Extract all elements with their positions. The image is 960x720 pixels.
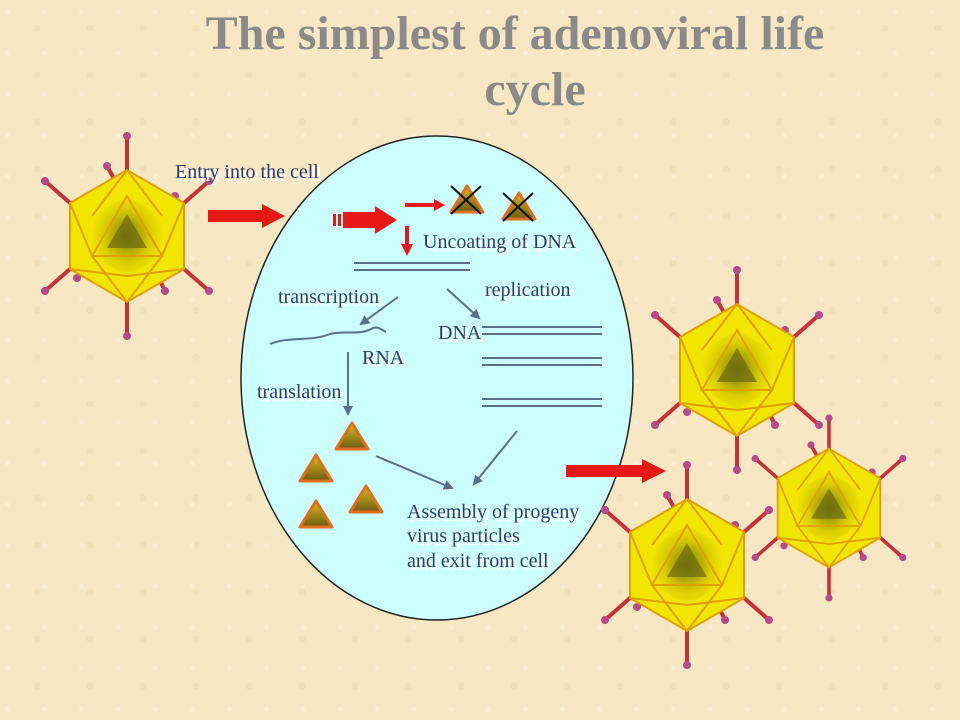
crossed-capsid-1 [449,184,485,215]
translation-label: translation [260,384,344,406]
transcription-arrow [359,296,399,326]
transcription-label: transcription [281,289,382,311]
svg-text:and exit from cell: and exit from cell [407,550,549,572]
slide-title: The simplest of adenoviral life cycle [0,6,960,118]
svg-text:and exit from cell: and exit from cell [410,553,552,575]
dna-label: DNA [441,325,485,347]
replication-label: replication [485,279,571,301]
replication-arrow [446,288,481,320]
replicated-dna-strands [482,326,602,407]
svg-text:Assembly of progeny: Assembly of progeny [410,504,582,526]
transcription-label: transcription [278,286,379,308]
uncoating-label: Uncoating of DNA [423,231,577,253]
crossed-capsid-2 [501,191,537,222]
dna-label: DNA [438,322,482,344]
translation-label: translation [257,381,341,403]
virus-exiting-1 [649,264,825,476]
protein-to-assembly-arrow [375,455,454,490]
slide-title-line-1: The simplest of adenoviral life [205,7,825,60]
uncoating-label: Uncoating of DNA [426,234,580,256]
rna-label: RNA [362,347,405,369]
rna-strand [269,326,387,345]
assembly-label: Assembly of progeny Assembly of progeny … [407,501,582,575]
uncoating-arrow [333,206,397,234]
slide-title-line-2: cycle [484,63,586,116]
virus-exiting-3 [599,459,775,671]
down-red-arrow [401,226,413,256]
entry-label: Entry into the cell [178,164,322,186]
cell-body [240,135,634,621]
replication-label: replication [488,282,574,304]
svg-text:virus particles: virus particles [410,528,523,550]
entry-arrow [208,204,285,228]
viral-dna-strand [354,262,470,271]
entry-label: Entry into the cell [175,161,319,183]
exit-arrow [566,459,666,483]
virus-exiting-2 [749,412,909,604]
small-red-arrow [405,199,445,211]
svg-text:Assembly of progeny: Assembly of progeny [407,501,579,523]
dna-to-assembly-arrow [472,430,518,486]
rna-label: RNA [365,350,408,372]
svg-text:virus particles: virus particles [407,525,520,547]
